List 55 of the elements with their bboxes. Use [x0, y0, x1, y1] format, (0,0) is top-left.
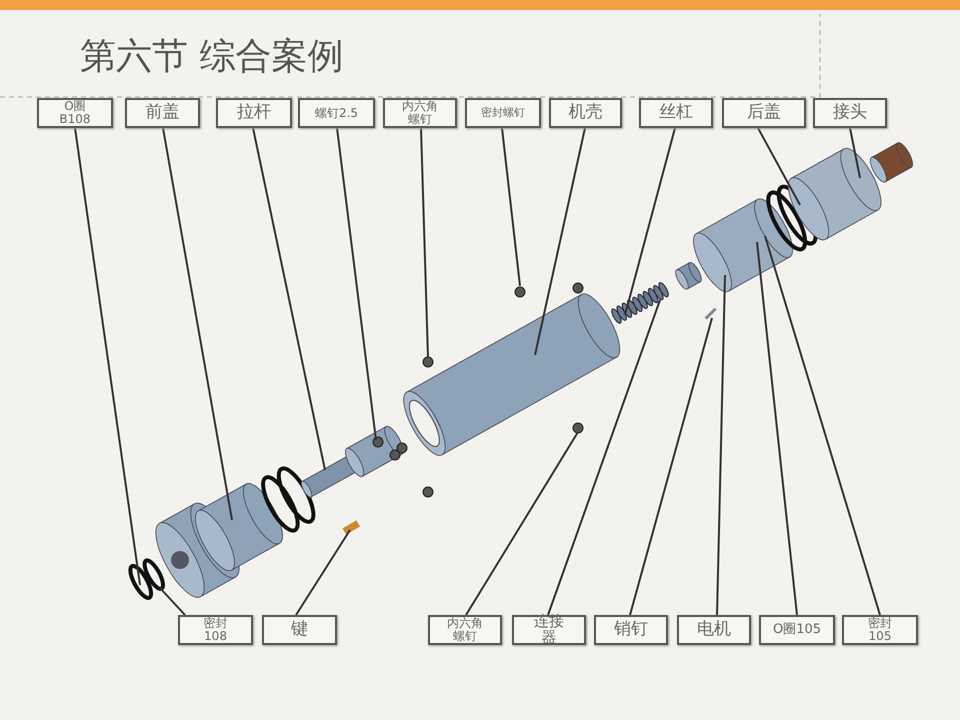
leader-line	[465, 431, 579, 616]
part-name: 前盖	[146, 104, 180, 122]
part-name: 内六角螺钉	[401, 100, 439, 126]
part-name: 内六角螺钉	[446, 617, 484, 643]
part-label-box	[37, 98, 113, 128]
part-label-box	[383, 98, 457, 128]
part-name: 电机	[697, 621, 731, 639]
part-name: 密封 108	[202, 617, 228, 643]
part-name: 连接器	[533, 614, 565, 646]
leader-line	[547, 300, 661, 616]
part-name: 键	[291, 621, 308, 639]
part-label-box	[722, 98, 806, 128]
leader-line	[159, 587, 186, 616]
leader-line	[74, 128, 141, 586]
part-label-box	[178, 615, 253, 645]
part-name: 销钉	[614, 621, 648, 639]
part-label-box	[125, 98, 200, 128]
leader-line	[295, 529, 351, 616]
leader-line	[756, 242, 798, 616]
part-label-box	[677, 615, 751, 645]
part-label-box	[216, 98, 292, 128]
part-name: O圈 B108	[58, 100, 92, 126]
leader-line	[716, 274, 726, 616]
part-label-box	[428, 615, 502, 645]
part-label-box	[549, 98, 622, 128]
part-label-box	[594, 615, 668, 645]
leader-line	[764, 236, 881, 616]
leader-line	[629, 318, 713, 616]
part-label-box	[465, 98, 541, 128]
part-name: 机壳	[568, 104, 602, 122]
part-name: 丝杠	[659, 104, 693, 122]
part-name: O圈105	[772, 623, 822, 637]
slide-title: 第六节 综合案例	[80, 35, 344, 79]
part-label-box	[298, 98, 375, 128]
leader-line	[252, 128, 326, 470]
part-name: 后盖	[747, 104, 781, 122]
leader-line	[849, 128, 861, 178]
leader-line	[420, 128, 429, 358]
part-name: 密封 105	[867, 617, 893, 643]
leader-line	[534, 128, 586, 356]
part-label-box	[759, 615, 835, 645]
part-name: 拉杆	[237, 104, 271, 122]
part-label-box	[639, 98, 713, 128]
part-name: 接头	[833, 104, 867, 122]
leader-line	[624, 128, 676, 316]
part-name: 密封螺钉	[481, 107, 525, 119]
part-label-box	[813, 98, 887, 128]
leader-line	[501, 128, 521, 286]
leader-line	[162, 128, 233, 520]
part-label-box	[842, 615, 918, 645]
part-label-box	[512, 615, 586, 645]
leader-line	[336, 128, 377, 440]
leader-line	[757, 128, 801, 206]
part-name: 螺钉2.5	[314, 106, 358, 120]
part-label-box	[262, 615, 337, 645]
